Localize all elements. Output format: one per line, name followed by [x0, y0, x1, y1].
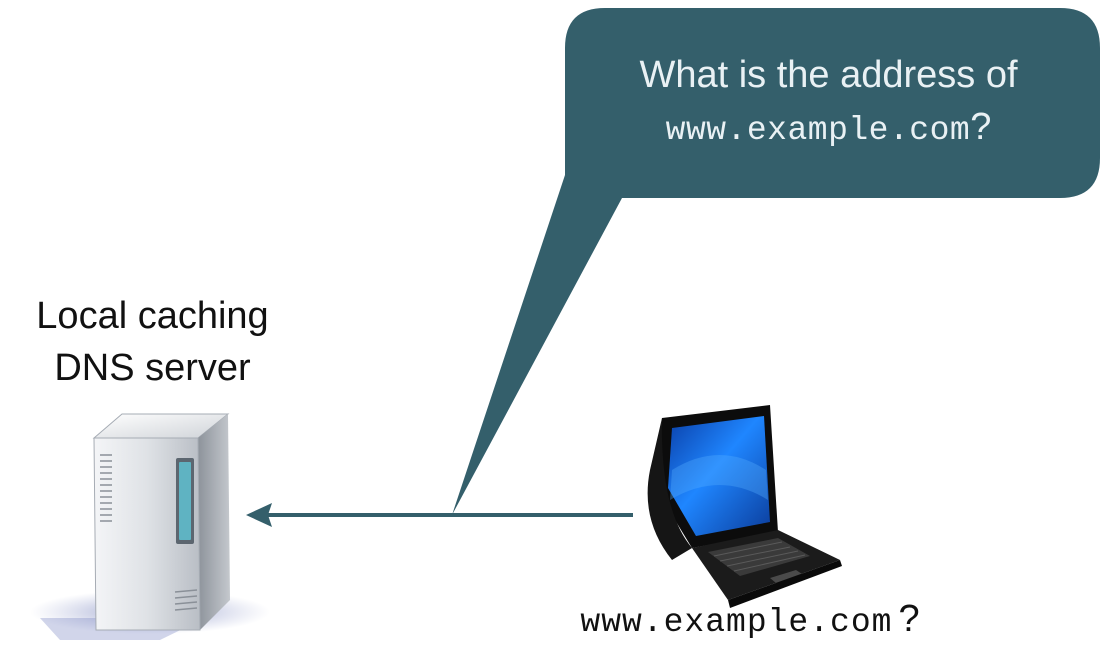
server-label-line2: DNS server [54, 347, 251, 389]
client-query-domain: www.example.com [580, 604, 893, 641]
bubble-question: What is the address of www.example.com? [565, 48, 1092, 160]
client-query-mark: ? [898, 598, 920, 640]
bubble-question-line1: What is the address of [639, 54, 1018, 96]
server-tower-icon [30, 413, 270, 640]
bubble-question-domain: www.example.com [665, 112, 971, 149]
bubble-question-mark: ? [970, 106, 992, 148]
client-query-label: www.example.com? [500, 598, 1000, 641]
speech-bubble [452, 8, 1100, 515]
query-arrow [246, 503, 633, 527]
speech-bubble-shape [452, 8, 1100, 515]
laptop-icon [647, 405, 842, 608]
arrow-head [246, 503, 272, 527]
laptop-screen [668, 416, 770, 536]
server-label-line1: Local caching [36, 295, 269, 337]
bubble-question-line2: www.example.com? [565, 102, 1092, 160]
server-label: Local caching DNS server [0, 290, 305, 394]
